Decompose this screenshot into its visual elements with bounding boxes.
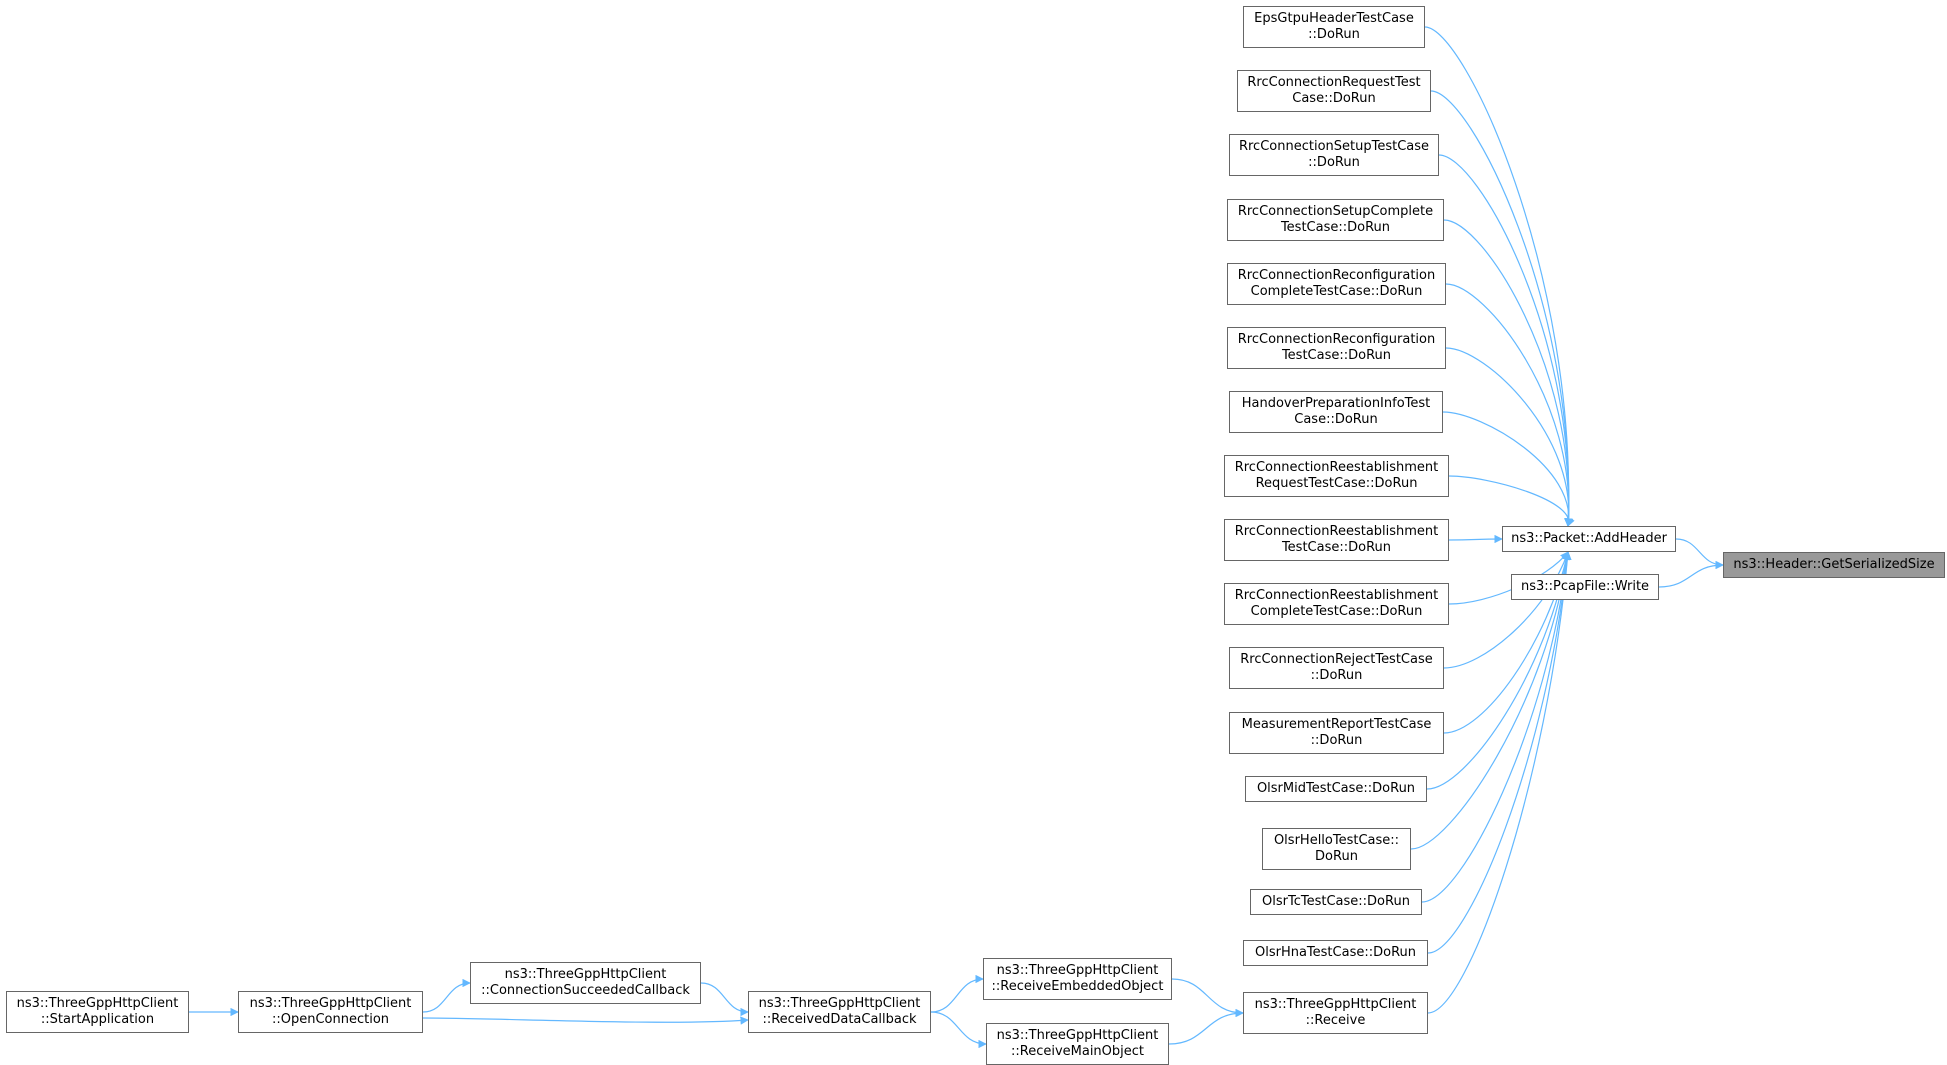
node-http-embedded[interactable]: ns3::ThreeGppHttpClient::ReceiveEmbedded… — [983, 958, 1172, 1000]
node-label-line: OlsrHelloTestCase:: — [1273, 833, 1400, 848]
node-label-line: CompleteTestCase::DoRun — [1250, 604, 1423, 619]
node-http-conn-succeeded[interactable]: ns3::ThreeGppHttpClient::ConnectionSucce… — [470, 962, 701, 1004]
node-label-line: RequestTestCase::DoRun — [1255, 476, 1418, 491]
edge-handover-to-addheader — [1442, 411, 1574, 527]
edge-rrc-reest-req-to-addheader — [1448, 475, 1575, 527]
node-label-line: ns3::ThreeGppHttpClient — [758, 996, 921, 1011]
node-olsr-hna[interactable]: OlsrHnaTestCase::DoRun — [1243, 940, 1428, 966]
edge-rrc-req-to-addheader — [1430, 90, 1573, 527]
node-label-line: RrcConnectionReconfiguration — [1237, 268, 1436, 283]
node-meas-report[interactable]: MeasurementReportTestCase::DoRun — [1229, 712, 1444, 754]
node-label-line: RrcConnectionReestablishment — [1234, 524, 1439, 539]
node-label-line: EpsGtpuHeaderTestCase — [1254, 11, 1414, 26]
node-label-line: OlsrMidTestCase::DoRun — [1256, 781, 1416, 796]
node-label-line: ns3::ThreeGppHttpClient — [16, 996, 179, 1011]
edge-http-open-to-http-received-data — [422, 1016, 749, 1025]
edge-rrc-setup-to-addheader — [1438, 154, 1573, 527]
edge-addheader-to-target — [1675, 538, 1724, 570]
node-label-line: TestCase::DoRun — [1281, 540, 1392, 555]
node-label-line: MeasurementReportTestCase — [1241, 717, 1432, 732]
edge-rrc-setup-complete-to-addheader — [1443, 219, 1573, 527]
node-label-line: ns3::Packet::AddHeader — [1511, 531, 1667, 546]
node-label-line: ::DoRun — [1308, 155, 1360, 170]
node-label-line: HandoverPreparationInfoTest — [1241, 396, 1431, 411]
edge-olsr-hna-to-addheader — [1427, 551, 1572, 954]
node-label-line: CompleteTestCase::DoRun — [1250, 284, 1423, 299]
node-label-line: ns3::ThreeGppHttpClient — [249, 996, 412, 1011]
node-label-line: ns3::PcapFile::Write — [1520, 579, 1650, 594]
node-label-line: ::ReceiveEmbeddedObject — [991, 979, 1164, 994]
edge-olsr-hello-to-addheader — [1410, 551, 1572, 850]
node-label-line: OlsrHnaTestCase::DoRun — [1254, 945, 1416, 960]
node-label-line: ns3::ThreeGppHttpClient — [996, 1028, 1159, 1043]
node-addheader[interactable]: ns3::Packet::AddHeader — [1502, 526, 1676, 552]
node-http-mainobj[interactable]: ns3::ThreeGppHttpClient::ReceiveMainObje… — [986, 1023, 1169, 1065]
node-http-received-data[interactable]: ns3::ThreeGppHttpClient::ReceivedDataCal… — [748, 991, 931, 1033]
node-rrc-setup[interactable]: RrcConnectionSetupTestCase::DoRun — [1229, 134, 1439, 176]
node-label-line: ns3::ThreeGppHttpClient — [504, 967, 667, 982]
node-label-line: ::Receive — [1305, 1013, 1366, 1028]
node-label-line: ::DoRun — [1308, 27, 1360, 42]
edge-http-mainobj-to-http-receive — [1168, 1008, 1244, 1045]
node-http-receive[interactable]: ns3::ThreeGppHttpClient::Receive — [1243, 992, 1428, 1034]
node-label-line: RrcConnectionReconfiguration — [1237, 332, 1436, 347]
node-label-line: RrcConnectionSetupComplete — [1237, 204, 1434, 219]
node-olsr-tc[interactable]: OlsrTcTestCase::DoRun — [1250, 889, 1422, 915]
node-label-line: OlsrTcTestCase::DoRun — [1262, 894, 1410, 909]
node-label-line: RrcConnectionRequestTest — [1247, 75, 1421, 90]
node-olsr-hello[interactable]: OlsrHelloTestCase::DoRun — [1262, 828, 1411, 870]
node-label-line: RrcConnectionRejectTestCase — [1240, 652, 1433, 667]
edge-rrc-reconf-to-addheader — [1445, 347, 1574, 527]
node-label-line: Case::DoRun — [1294, 412, 1378, 427]
node-target: ns3::Header::GetSerializedSize — [1723, 552, 1945, 578]
node-label-line: TestCase::DoRun — [1280, 220, 1391, 235]
node-rrc-reject[interactable]: RrcConnectionRejectTestCase::DoRun — [1229, 647, 1444, 689]
node-label-line: ::ReceivedDataCallback — [762, 1012, 917, 1027]
node-http-start[interactable]: ns3::ThreeGppHttpClient::StartApplicatio… — [6, 991, 189, 1033]
edge-rrc-reconf-complete-to-addheader — [1445, 283, 1573, 527]
node-label-line: ::StartApplication — [40, 1012, 155, 1027]
node-olsr-mid[interactable]: OlsrMidTestCase::DoRun — [1245, 776, 1427, 802]
node-http-open[interactable]: ns3::ThreeGppHttpClient::OpenConnection — [238, 991, 423, 1033]
node-label-line: ns3::ThreeGppHttpClient — [996, 963, 1159, 978]
edge-http-receive-to-addheader — [1427, 551, 1572, 1014]
edge-http-received-data-to-http-mainobj — [930, 1011, 987, 1049]
edge-rrc-reest-to-addheader — [1448, 534, 1503, 544]
node-label-line: ns3::ThreeGppHttpClient — [1254, 997, 1417, 1012]
node-label-line: RrcConnectionSetupTestCase — [1238, 139, 1430, 154]
node-label-line: ::DoRun — [1310, 733, 1363, 748]
edge-olsr-tc-to-addheader — [1421, 551, 1572, 903]
edge-pcapwrite-to-target — [1658, 560, 1724, 588]
edge-http-open-to-http-conn-succeeded — [422, 978, 471, 1013]
node-eps[interactable]: EpsGtpuHeaderTestCase::DoRun — [1243, 6, 1425, 48]
edge-http-received-data-to-http-embedded — [930, 974, 984, 1013]
node-label-line: ::ConnectionSucceededCallback — [481, 983, 690, 998]
node-label-line: ::DoRun — [1310, 668, 1363, 683]
node-label-line: Case::DoRun — [1292, 91, 1376, 106]
node-label-line: ::ReceiveMainObject — [1010, 1044, 1145, 1059]
node-label-line: RrcConnectionReestablishment — [1234, 460, 1439, 475]
edge-http-embedded-to-http-receive — [1171, 978, 1244, 1018]
edge-rrc-reject-to-addheader — [1443, 551, 1570, 669]
edge-eps-to-addheader — [1424, 26, 1573, 527]
node-label-line: DoRun — [1315, 849, 1358, 864]
node-pcapwrite[interactable]: ns3::PcapFile::Write — [1511, 574, 1659, 600]
node-label-line: TestCase::DoRun — [1281, 348, 1392, 363]
edge-http-conn-succeeded-to-http-received-data — [700, 982, 749, 1017]
node-label-line: RrcConnectionReestablishment — [1234, 588, 1439, 603]
node-label-line: ns3::Header::GetSerializedSize — [1733, 557, 1935, 572]
node-label-line: ::OpenConnection — [271, 1012, 390, 1027]
